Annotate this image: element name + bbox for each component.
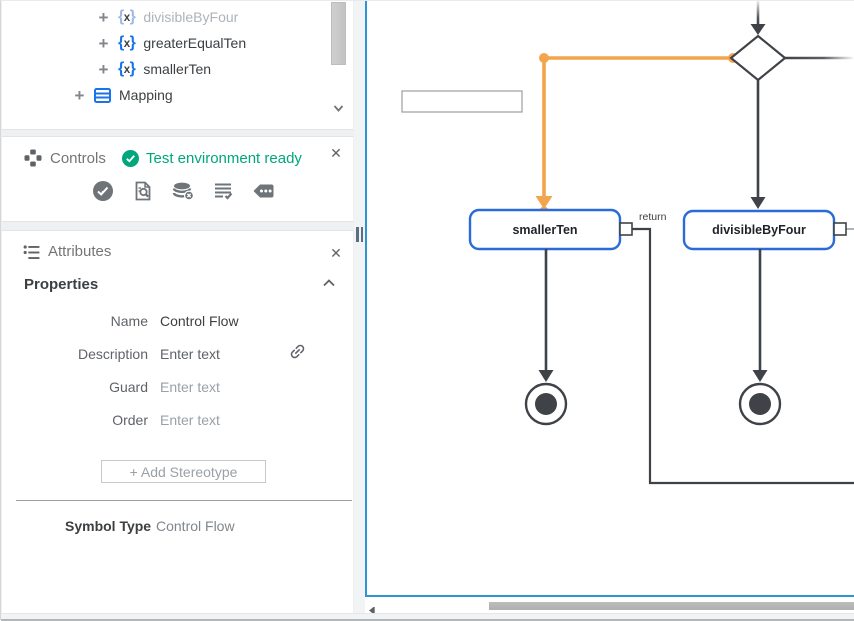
action-node-smallerTen[interactable]: smallerTen [468,208,622,251]
model-tree-panel: + {x} divisibleByFour + {x} greaterEqual… [2,1,353,130]
node-label: divisibleByFour [712,223,806,237]
test-environment-status: Test environment ready [122,149,302,167]
action-node-divisibleByFour[interactable]: divisibleByFour [682,209,836,251]
clear-database-icon[interactable] [172,180,195,202]
tree-item-greaterEqualTen[interactable]: + {x} greaterEqualTen [97,30,247,56]
report-search-icon[interactable] [132,180,154,202]
field-label: Name [110,313,148,329]
edge-divisibleByFour-to-final[interactable] [752,249,768,382]
symbol-type-label: Symbol Type [65,518,152,534]
variable-icon: {x} [118,8,136,25]
field-row-name: Name Control Flow [2,313,353,333]
guard-field[interactable]: Enter text [160,379,220,395]
add-stereotype-button[interactable]: + Add Stereotype [101,460,266,483]
expand-plus-icon[interactable]: + [74,85,85,105]
collapse-chevron-up-icon[interactable] [320,274,338,292]
diagram-canvas[interactable]: return smallerTen divisibleByFour [365,1,854,597]
log-list-check-icon[interactable] [212,180,234,202]
expand-plus-icon[interactable]: + [98,7,109,27]
arrowhead [750,197,766,209]
mapping-table-icon [94,87,111,103]
hscrollbar-thumb[interactable] [489,602,854,610]
tree-item-divisibleByFour[interactable]: + {x} divisibleByFour [97,4,239,30]
canvas-hscrollbar[interactable] [365,599,854,614]
final-node-left[interactable] [524,382,568,426]
name-field[interactable]: Control Flow [160,313,239,329]
scroll-left-button[interactable] [367,602,376,614]
port-divisibleByFour-right[interactable] [833,222,847,236]
left-sidebar: + {x} divisibleByFour + {x} greaterEqual… [1,1,354,613]
attributes-close-icon[interactable]: ✕ [330,245,342,261]
attributes-panel: Attributes ✕ Properties Name Control Flo… [2,230,353,613]
attributes-list-icon [22,243,41,262]
decision-diamond-node[interactable] [729,34,787,82]
field-label: Description [77,346,148,362]
edge-return[interactable]: return [632,211,854,485]
tree-scrollbar[interactable] [331,1,346,121]
order-field[interactable]: Enter text [160,412,220,428]
field-row-order: Order Enter text [2,412,353,432]
tree-item-mapping[interactable]: + Mapping [73,82,173,108]
port-smallerTen-right[interactable] [619,222,633,236]
field-row-guard: Guard Enter text [2,379,353,399]
arrowhead [752,370,768,382]
tree-item-label[interactable]: smallerTen [143,61,212,77]
edge-bendpoint-handle[interactable] [539,53,549,63]
symbol-type-value: Control Flow [156,518,235,534]
edge-incoming-top[interactable] [750,1,766,35]
field-label: Order [112,412,148,428]
divider [16,500,352,501]
edge-return-label: return [639,211,667,223]
tree-item-label[interactable]: greaterEqualTen [143,35,247,51]
expand-plus-icon[interactable]: + [98,33,109,53]
edge-decision-to-smallerTen-selected[interactable] [535,53,739,216]
controls-gamepad-icon [24,149,42,167]
controls-close-icon[interactable]: ✕ [330,145,342,161]
splitter-drag-handle[interactable] [356,227,363,242]
edge-decision-to-divisibleByFour[interactable] [750,80,766,209]
controls-toolbar [92,180,274,202]
edge-smallerTen-to-final[interactable] [538,249,554,382]
attributes-title: Attributes [48,243,112,260]
status-check-icon [122,149,139,167]
description-field[interactable]: Enter text [160,346,220,362]
expand-plus-icon[interactable]: + [98,59,109,79]
tree-item-smallerTen[interactable]: + {x} smallerTen [97,56,212,82]
properties-section-title: Properties [24,276,99,293]
node-label: smallerTen [512,223,577,237]
tag-more-icon[interactable] [252,180,274,202]
tree-item-label[interactable]: Mapping [119,87,173,103]
final-node-right[interactable] [738,382,782,426]
status-text: Test environment ready [146,149,302,167]
variable-icon: {x} [118,34,136,51]
controls-header: Controls Test environment ready ✕ [2,145,353,171]
tree-item-label[interactable]: divisibleByFour [143,9,239,25]
arrowhead [535,196,553,209]
variable-icon: {x} [118,60,136,77]
link-icon[interactable] [288,342,307,361]
panel-splitter [354,1,365,613]
validate-check-circle-icon[interactable] [92,180,114,202]
controls-panel: Controls Test environment ready ✕ [2,136,353,222]
field-label: Guard [109,379,148,395]
controls-title: Controls [50,149,106,167]
arrowhead [750,24,766,35]
field-row-description: Description Enter text [2,344,353,366]
tree-scrollbar-thumb[interactable] [331,2,346,65]
edge-label-editor[interactable] [401,90,523,113]
scroll-down-button[interactable] [331,100,346,116]
arrowhead [538,370,554,382]
